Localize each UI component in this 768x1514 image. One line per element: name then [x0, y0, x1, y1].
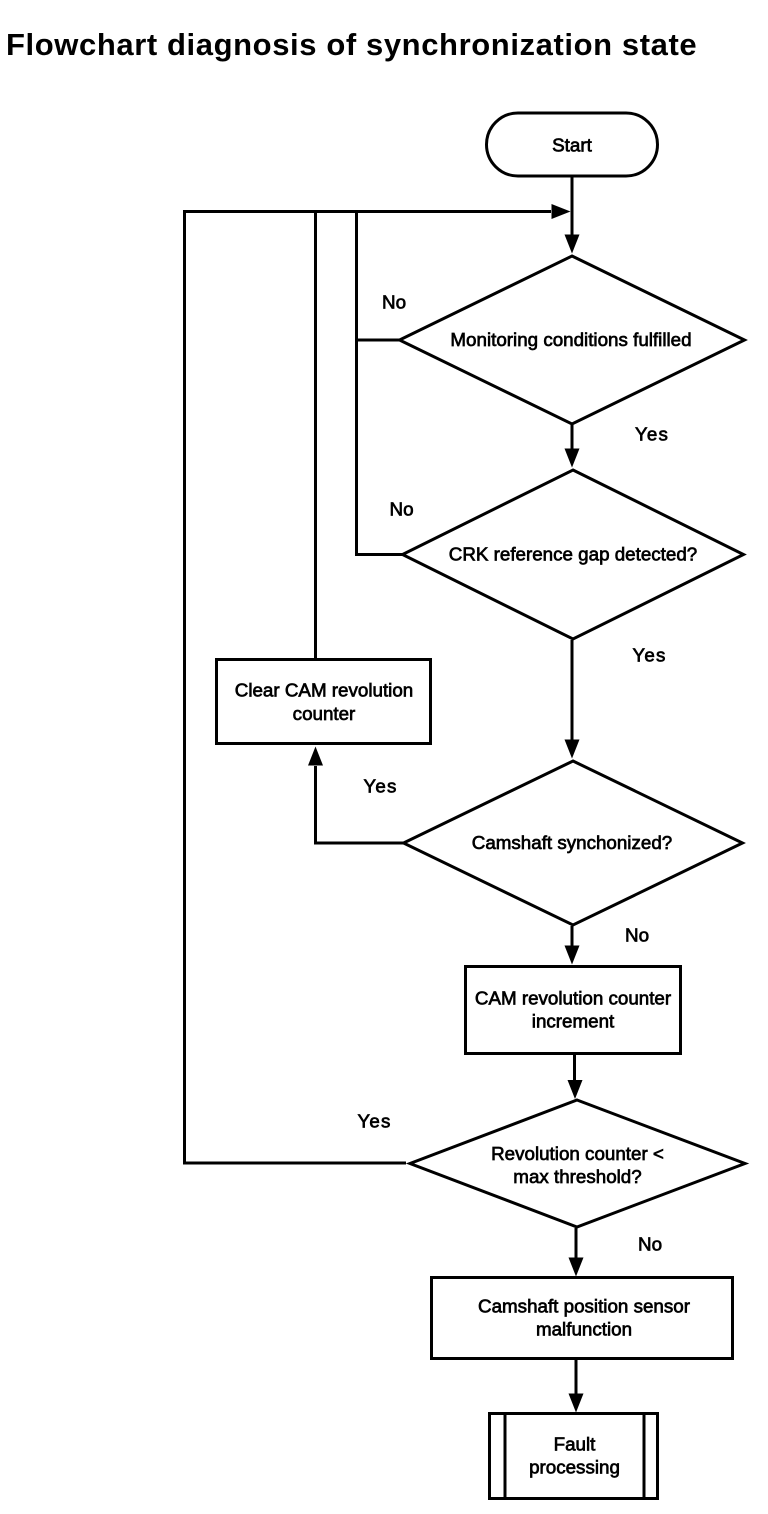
- svg-text:increment: increment: [532, 1011, 615, 1032]
- svg-text:Monitoring conditions fulfille: Monitoring conditions fulfilled: [450, 329, 691, 350]
- svg-text:Yes: Yes: [364, 776, 398, 797]
- svg-text:CRK reference gap detected?: CRK reference gap detected?: [449, 544, 698, 565]
- svg-text:malfunction: malfunction: [536, 1319, 632, 1340]
- svg-text:No: No: [382, 292, 406, 313]
- svg-text:Yes: Yes: [635, 424, 669, 445]
- svg-text:Revolution counter <: Revolution counter <: [491, 1143, 664, 1164]
- svg-text:CAM revolution counter: CAM revolution counter: [475, 988, 671, 1009]
- svg-text:Clear CAM revolution: Clear CAM revolution: [235, 680, 414, 701]
- svg-text:max threshold?: max threshold?: [513, 1166, 641, 1187]
- svg-text:Yes: Yes: [633, 645, 667, 666]
- svg-text:Start: Start: [552, 135, 592, 156]
- svg-text:Camshaft synchonized?: Camshaft synchonized?: [472, 832, 672, 853]
- svg-text:No: No: [390, 499, 414, 520]
- svg-text:processing: processing: [529, 1457, 620, 1478]
- svg-text:Fault: Fault: [554, 1434, 597, 1455]
- svg-text:No: No: [638, 1234, 662, 1255]
- svg-text:Camshaft position sensor: Camshaft position sensor: [478, 1296, 690, 1317]
- svg-text:Yes: Yes: [358, 1111, 392, 1132]
- svg-text:Flowchart diagnosis of synchro: Flowchart diagnosis of synchronization s…: [6, 27, 697, 62]
- svg-text:No: No: [625, 925, 649, 946]
- svg-text:counter: counter: [293, 703, 356, 724]
